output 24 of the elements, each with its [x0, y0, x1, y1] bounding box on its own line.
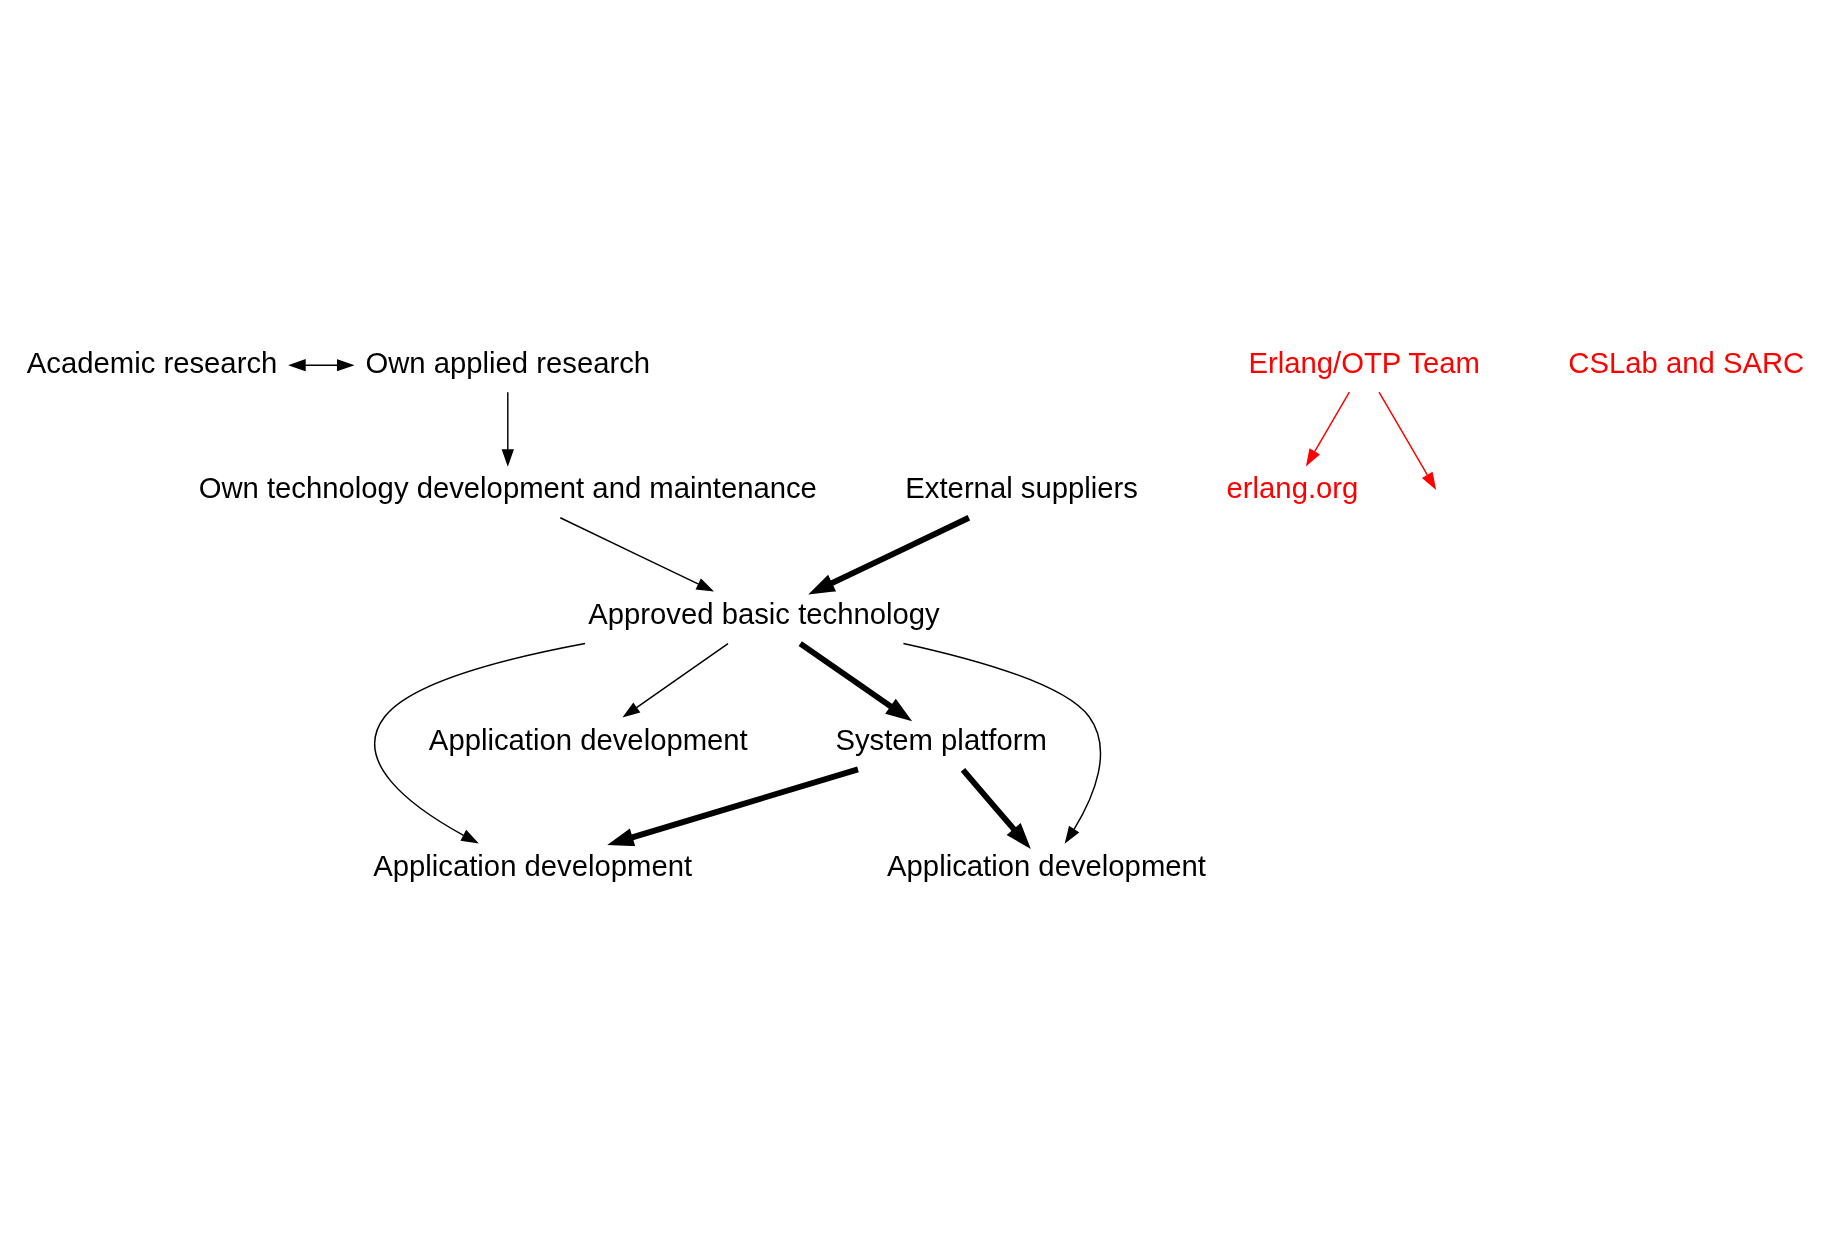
node-text: Academic research — [26, 346, 278, 379]
arrow — [607, 766, 859, 847]
arrow — [288, 359, 355, 372]
arrow — [622, 642, 729, 718]
arrow — [808, 515, 971, 595]
node-text: Application development — [373, 850, 693, 883]
node-text: System platform — [835, 724, 1047, 757]
arrow — [1305, 391, 1351, 467]
node-text: erlang.org — [1226, 472, 1359, 505]
node-text: Approved basic technology — [588, 598, 940, 631]
arrow — [559, 517, 715, 592]
arrow — [501, 391, 514, 467]
arrow — [798, 641, 913, 722]
label: CSLab and SARC — [1568, 346, 1805, 379]
node-text: Own technology development and maintenance — [198, 472, 817, 505]
node-text: Application development — [887, 850, 1206, 883]
arrow — [902, 642, 1102, 844]
arrow — [1378, 391, 1437, 490]
node-text: Application development — [428, 724, 748, 757]
node-text: Erlang/OTP Team — [1248, 346, 1480, 379]
node-text: Own applied research — [365, 346, 651, 379]
arrow — [960, 767, 1031, 850]
arrow — [374, 642, 586, 844]
node-text: External suppliers — [905, 472, 1138, 505]
